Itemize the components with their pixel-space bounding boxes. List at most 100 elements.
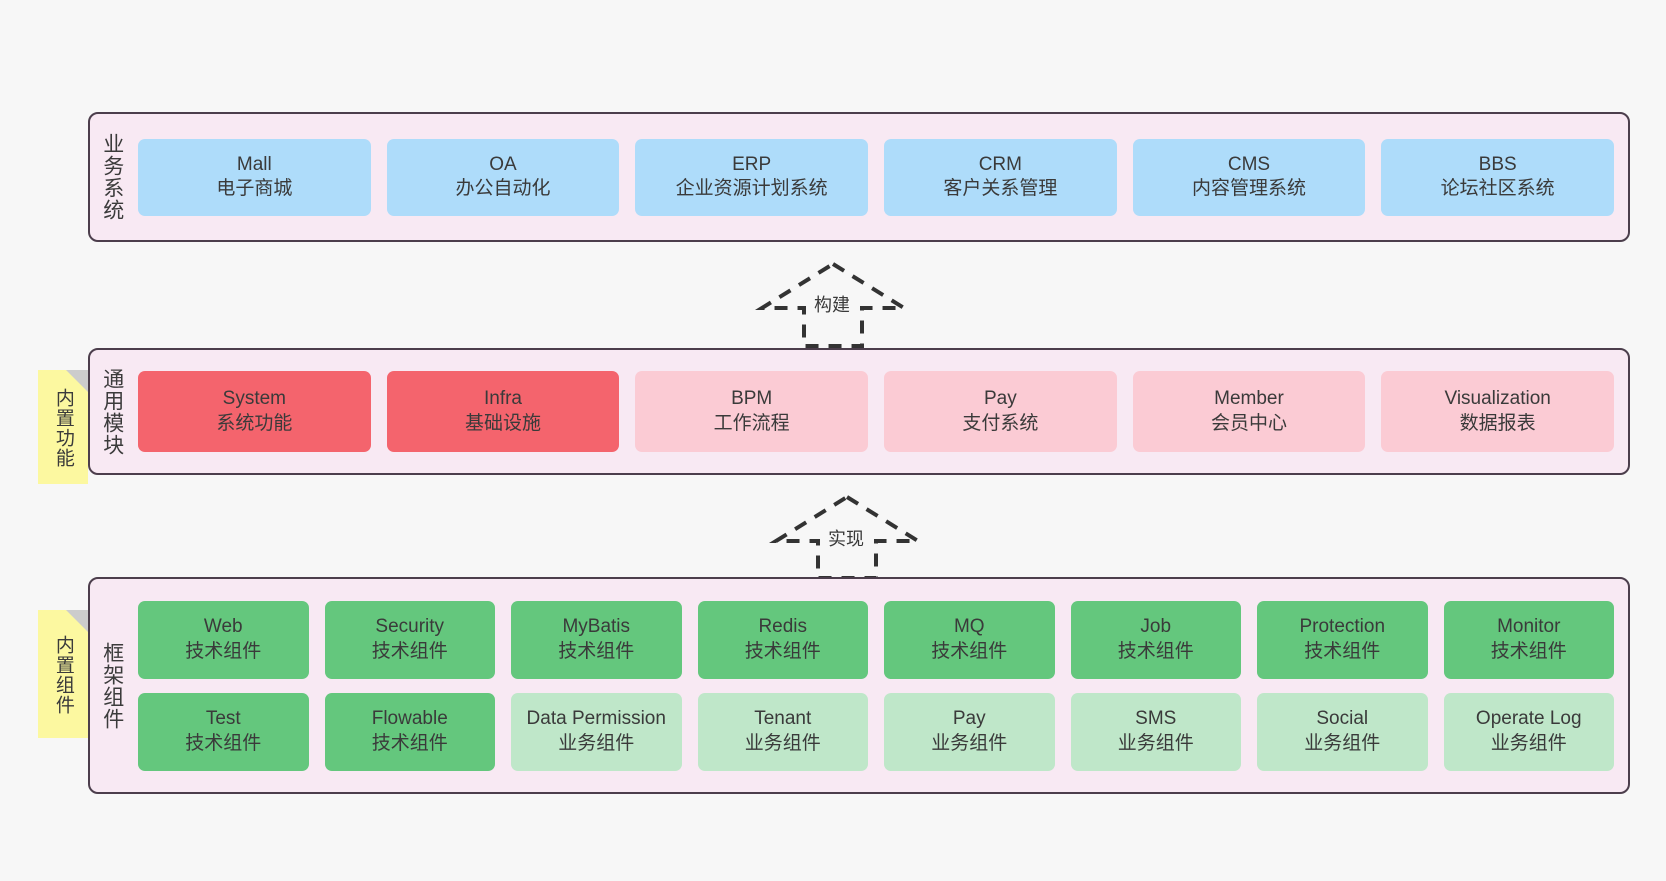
card-sms-title: SMS (1135, 708, 1177, 730)
card-protection[interactable]: Protection 技术组件 (1257, 600, 1428, 679)
card-operate-log-subtitle: 业务组件 (1490, 732, 1567, 754)
card-protection-subtitle: 技术组件 (1304, 640, 1381, 662)
card-monitor-subtitle: 技术组件 (1490, 640, 1567, 662)
layer-business-system: 业务系统 Mall 电子商城 OA 办公自动化 ERP 企业资源计划系统 CRM… (88, 112, 1630, 242)
card-security[interactable]: Security 技术组件 (324, 600, 495, 679)
card-mq-title: MQ (953, 616, 985, 638)
card-infra-subtitle: 基础设施 (464, 412, 541, 434)
card-erp[interactable]: ERP 企业资源计划系统 (635, 138, 868, 216)
card-test-subtitle: 技术组件 (185, 732, 262, 754)
card-oa-subtitle: 办公自动化 (455, 178, 551, 199)
card-sms[interactable]: SMS 业务组件 (1070, 692, 1241, 771)
card-erp-title: ERP (732, 153, 772, 175)
card-pay-module-title: Pay (983, 388, 1017, 410)
card-crm-title: CRM (978, 153, 1022, 175)
note-builtin-component: 内置组件 (38, 610, 88, 738)
note-builtin-component-text: 内置组件 (52, 635, 74, 715)
card-mybatis-title: MyBatis (562, 616, 631, 638)
card-visualization[interactable]: Visualization 数据报表 (1381, 371, 1614, 452)
framework-tech-row: Web 技术组件 Security 技术组件 MyBatis 技术组件 Redi… (138, 600, 1614, 679)
card-social-title: Social (1316, 708, 1369, 730)
card-monitor[interactable]: Monitor 技术组件 (1443, 600, 1614, 679)
note-builtin-function: 内置功能 (38, 370, 88, 484)
card-social[interactable]: Social 业务组件 (1257, 692, 1428, 771)
business-card-row: Mall 电子商城 OA 办公自动化 ERP 企业资源计划系统 CRM 客户关系… (138, 138, 1614, 216)
card-mq-subtitle: 技术组件 (931, 640, 1008, 662)
card-bbs[interactable]: BBS 论坛社区系统 (1381, 138, 1614, 216)
arrow-build (754, 258, 912, 348)
card-infra[interactable]: Infra 基础设施 (386, 371, 620, 452)
card-redis-title: Redis (758, 616, 808, 638)
modules-card-row: System 系统功能 Infra 基础设施 BPM 工作流程 Pay 支付系统… (138, 371, 1614, 452)
card-oa[interactable]: OA 办公自动化 (386, 138, 620, 216)
layer-common-modules: 通用模块 System 系统功能 Infra 基础设施 BPM 工作流程 Pay… (88, 348, 1630, 475)
card-bbs-subtitle: 论坛社区系统 (1440, 178, 1555, 199)
card-redis-subtitle: 技术组件 (744, 640, 821, 662)
card-data-permission-title: Data Permission (526, 708, 666, 730)
card-social-subtitle: 业务组件 (1304, 732, 1381, 754)
card-test[interactable]: Test 技术组件 (138, 692, 309, 771)
card-job[interactable]: Job 技术组件 (1070, 600, 1241, 679)
note-builtin-function-text: 内置功能 (52, 388, 74, 468)
card-bpm-title: BPM (731, 388, 773, 410)
card-visualization-title: Visualization (1444, 388, 1551, 410)
card-tenant-title: Tenant (754, 708, 812, 730)
card-monitor-title: Monitor (1497, 616, 1561, 638)
layer-framework-components: 框架组件 Web 技术组件 Security 技术组件 MyBatis 技术组件… (88, 577, 1630, 794)
card-member-subtitle: 会员中心 (1210, 412, 1287, 434)
card-protection-title: Protection (1299, 616, 1386, 638)
framework-business-row: Test 技术组件 Flowable 技术组件 Data Permission … (138, 692, 1614, 771)
card-pay-component[interactable]: Pay 业务组件 (884, 692, 1055, 771)
arrow-build-glyph (754, 261, 912, 348)
card-cms-title: CMS (1227, 153, 1271, 175)
card-pay-module-subtitle: 支付系统 (962, 412, 1039, 434)
card-visualization-subtitle: 数据报表 (1459, 412, 1536, 434)
card-redis[interactable]: Redis 技术组件 (697, 600, 868, 679)
card-security-title: Security (375, 616, 445, 638)
card-cms[interactable]: CMS 内容管理系统 (1132, 138, 1366, 216)
layer-framework-components-label: 框架组件 (100, 641, 124, 730)
layer-business-system-label: 业务系统 (100, 133, 124, 221)
card-member[interactable]: Member 会员中心 (1132, 371, 1366, 452)
card-mall[interactable]: Mall 电子商城 (138, 138, 371, 216)
layer-business-system-body: Mall 电子商城 OA 办公自动化 ERP 企业资源计划系统 CRM 客户关系… (134, 114, 1628, 240)
card-infra-title: Infra (483, 388, 522, 410)
card-mall-title: Mall (236, 153, 272, 175)
card-erp-subtitle: 企业资源计划系统 (675, 178, 828, 199)
card-oa-title: OA (489, 153, 517, 175)
card-test-title: Test (205, 708, 241, 730)
card-tenant-subtitle: 业务组件 (744, 732, 821, 754)
card-job-subtitle: 技术组件 (1117, 640, 1194, 662)
card-bpm[interactable]: BPM 工作流程 (635, 371, 868, 452)
card-pay-module[interactable]: Pay 支付系统 (884, 371, 1117, 452)
card-operate-log-title: Operate Log (1475, 708, 1582, 730)
card-mall-subtitle: 电子商城 (216, 178, 293, 199)
layer-common-modules-body: System 系统功能 Infra 基础设施 BPM 工作流程 Pay 支付系统… (134, 350, 1628, 473)
card-data-permission-subtitle: 业务组件 (558, 732, 635, 754)
card-member-title: Member (1214, 388, 1284, 410)
card-job-title: Job (1140, 616, 1172, 638)
layer-framework-components-body: Web 技术组件 Security 技术组件 MyBatis 技术组件 Redi… (134, 579, 1628, 792)
card-operate-log[interactable]: Operate Log 业务组件 (1443, 692, 1614, 771)
card-bpm-subtitle: 工作流程 (713, 412, 790, 434)
arrow-implement-label: 实现 (828, 529, 864, 549)
card-tenant[interactable]: Tenant 业务组件 (697, 692, 868, 771)
layer-common-modules-label: 通用模块 (100, 367, 124, 456)
card-system[interactable]: System 系统功能 (138, 371, 371, 452)
card-mq[interactable]: MQ 技术组件 (884, 600, 1055, 679)
card-mybatis-subtitle: 技术组件 (558, 640, 635, 662)
card-pay-component-title: Pay (952, 708, 986, 730)
card-pay-component-subtitle: 业务组件 (931, 732, 1008, 754)
card-data-permission[interactable]: Data Permission 业务组件 (511, 692, 682, 771)
card-web-subtitle: 技术组件 (185, 640, 262, 662)
card-crm[interactable]: CRM 客户关系管理 (884, 138, 1117, 216)
card-flowable[interactable]: Flowable 技术组件 (324, 692, 495, 771)
card-sms-subtitle: 业务组件 (1117, 732, 1194, 754)
card-system-title: System (222, 388, 286, 410)
note-fold-corner-icon (66, 610, 88, 632)
card-security-subtitle: 技术组件 (371, 640, 448, 662)
card-web[interactable]: Web 技术组件 (138, 600, 309, 679)
card-mybatis[interactable]: MyBatis 技术组件 (511, 600, 682, 679)
card-flowable-title: Flowable (371, 708, 448, 730)
